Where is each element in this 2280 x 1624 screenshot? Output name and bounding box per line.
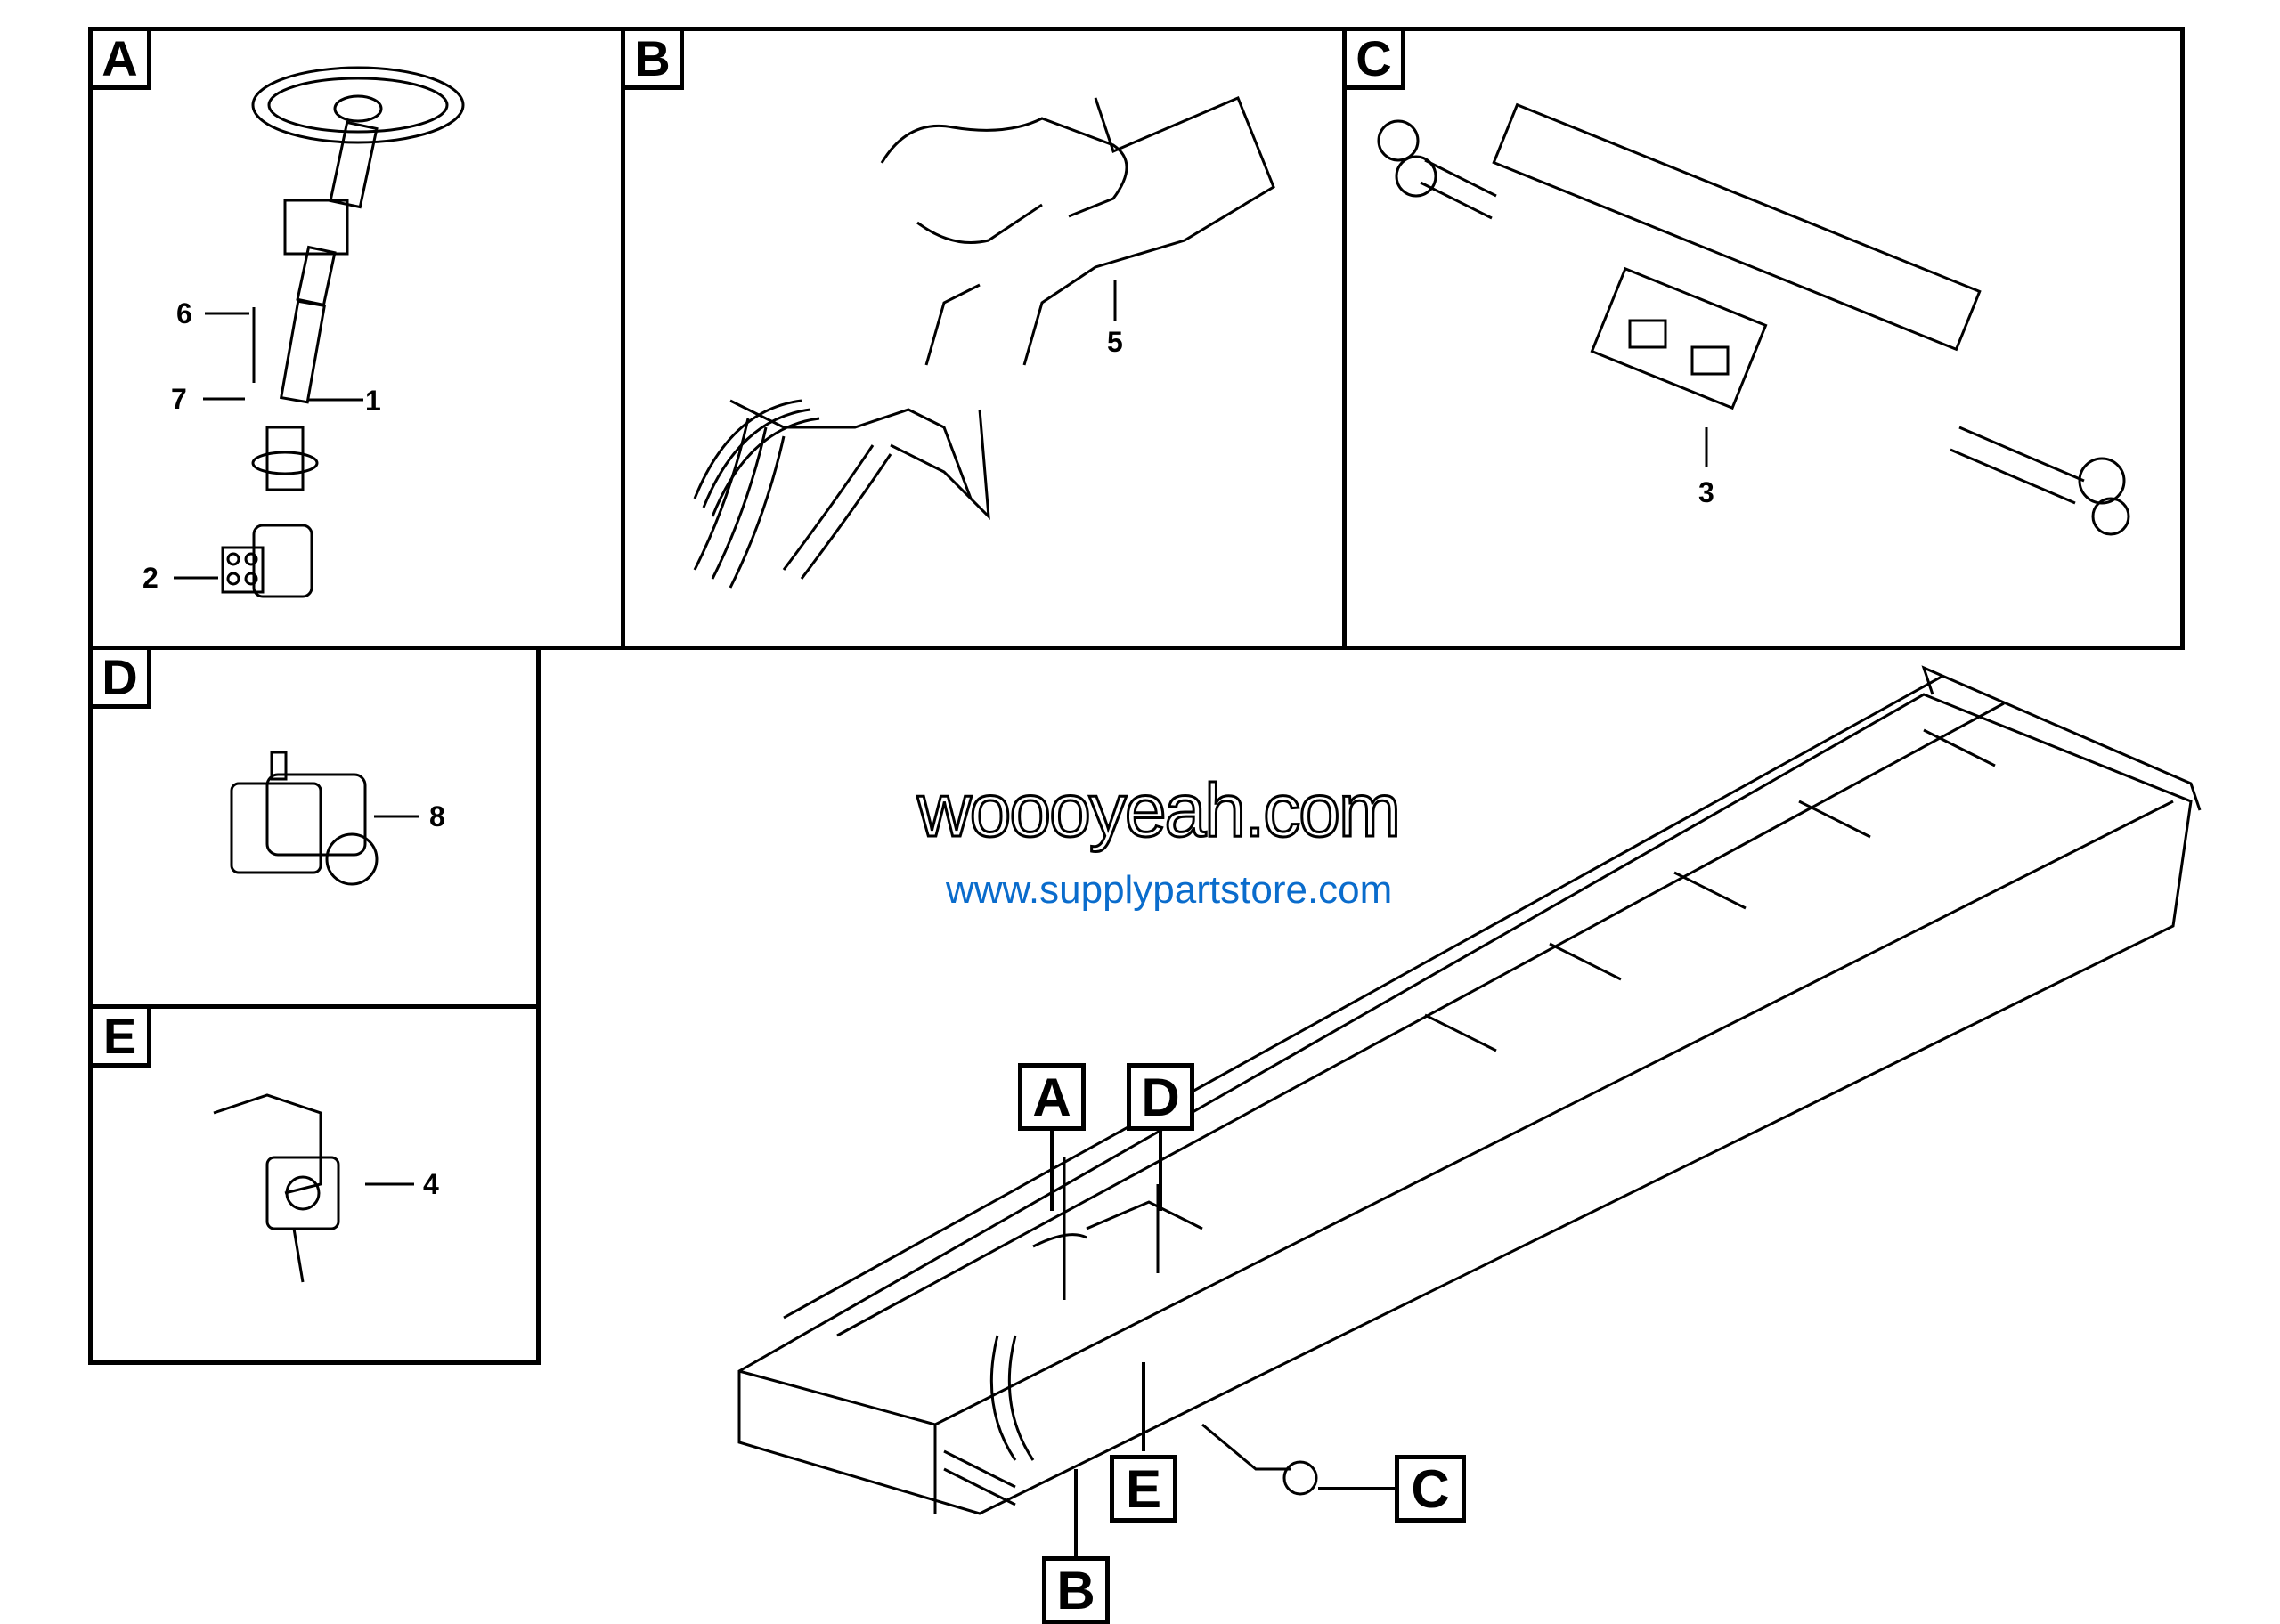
callout-7: 7: [171, 383, 187, 415]
panel-d: D: [88, 646, 541, 1009]
callout-6: 6: [176, 297, 192, 329]
steering-cylinder-drawing: [1377, 102, 2130, 536]
valve-drawing: [213, 1093, 414, 1283]
pump-drawing: [230, 751, 419, 886]
panel-label: E: [93, 1009, 151, 1068]
callout-5: 5: [1107, 326, 1123, 358]
callout-2: 2: [142, 562, 159, 594]
panel-label: A: [93, 31, 151, 90]
panel-c: C: [1342, 27, 2185, 650]
panel-label: D: [93, 650, 151, 709]
steering-column-drawing: [174, 66, 465, 598]
overview-label-b: B: [1042, 1556, 1110, 1624]
panel-a: A: [88, 27, 625, 650]
chassis-drawing: [737, 665, 2202, 1558]
overview-label-a: A: [1018, 1063, 1086, 1131]
panel-label: C: [1347, 31, 1405, 90]
watermark-outline: woooyeah.com: [916, 767, 1403, 854]
watermark-blue: www.supplypartstore.com: [946, 868, 1393, 912]
panel-e: E: [88, 1004, 541, 1365]
overview-label-c: C: [1395, 1455, 1466, 1522]
callout-3: 3: [1698, 476, 1714, 508]
hydraulic-lines-drawing: [693, 96, 1275, 589]
panel-label: B: [625, 31, 684, 90]
callout-1: 1: [365, 385, 381, 417]
overview-label-e: E: [1110, 1455, 1177, 1522]
overview-label-d: D: [1127, 1063, 1194, 1131]
callout-8: 8: [429, 800, 445, 832]
callout-4: 4: [423, 1168, 439, 1200]
panel-b: B: [621, 27, 1347, 650]
